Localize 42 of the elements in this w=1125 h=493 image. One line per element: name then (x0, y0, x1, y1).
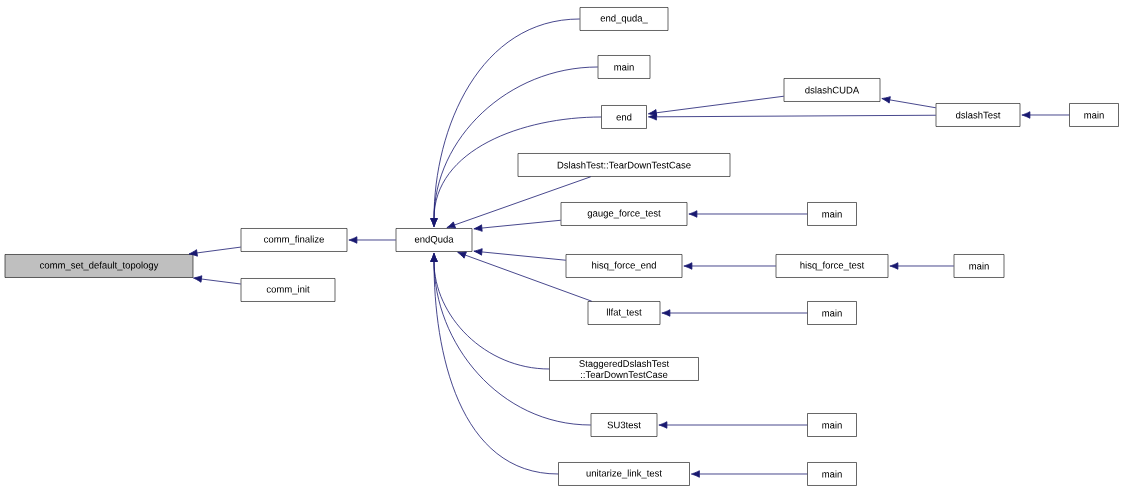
arrow (889, 262, 955, 270)
arrow (661, 309, 808, 317)
function-box: main (1069, 103, 1119, 127)
function-box: StaggeredDslashTest ::TearDownTestCase (549, 357, 699, 381)
function-box: hisq_force_end (565, 254, 683, 278)
function-box: dslashCUDA (783, 78, 881, 102)
function-box: main (953, 254, 1005, 278)
function-box: comm_finalize (240, 228, 348, 252)
arrow (690, 470, 808, 478)
arrow (473, 219, 562, 232)
arrow (457, 251, 593, 302)
arrow (647, 95, 785, 117)
function-box: comm_set_default_topology (4, 254, 194, 278)
arrow (881, 96, 937, 109)
arrow (430, 116, 602, 228)
function-box: unitarize_link_test (558, 462, 690, 486)
function-box: gauge_force_test (560, 202, 688, 226)
function-box: comm_init (240, 278, 336, 302)
function-box: DslashTest::TearDownTestCase (517, 153, 731, 177)
function-box: main (807, 301, 857, 325)
arrow (193, 275, 242, 285)
function-box: main (597, 55, 651, 79)
arrow (446, 176, 592, 229)
arrow (473, 248, 567, 261)
arrow (348, 236, 397, 244)
arrow (683, 262, 777, 270)
function-box: end (601, 105, 647, 129)
arrow (188, 246, 242, 257)
arrow (1021, 111, 1070, 119)
function-box: SU3test (590, 413, 658, 437)
function-box: dslashTest (935, 103, 1021, 127)
function-box: end_quda_ (579, 7, 669, 31)
function-box: llfat_test (587, 301, 661, 325)
function-box: hisq_force_test (775, 254, 889, 278)
function-box: endQuda (395, 228, 473, 252)
arrow (647, 113, 937, 121)
function-box: main (807, 413, 857, 437)
function-box: main (807, 462, 857, 486)
function-box: main (807, 202, 857, 226)
arrow (658, 421, 808, 429)
arrow (430, 252, 559, 475)
arrow (688, 210, 808, 218)
